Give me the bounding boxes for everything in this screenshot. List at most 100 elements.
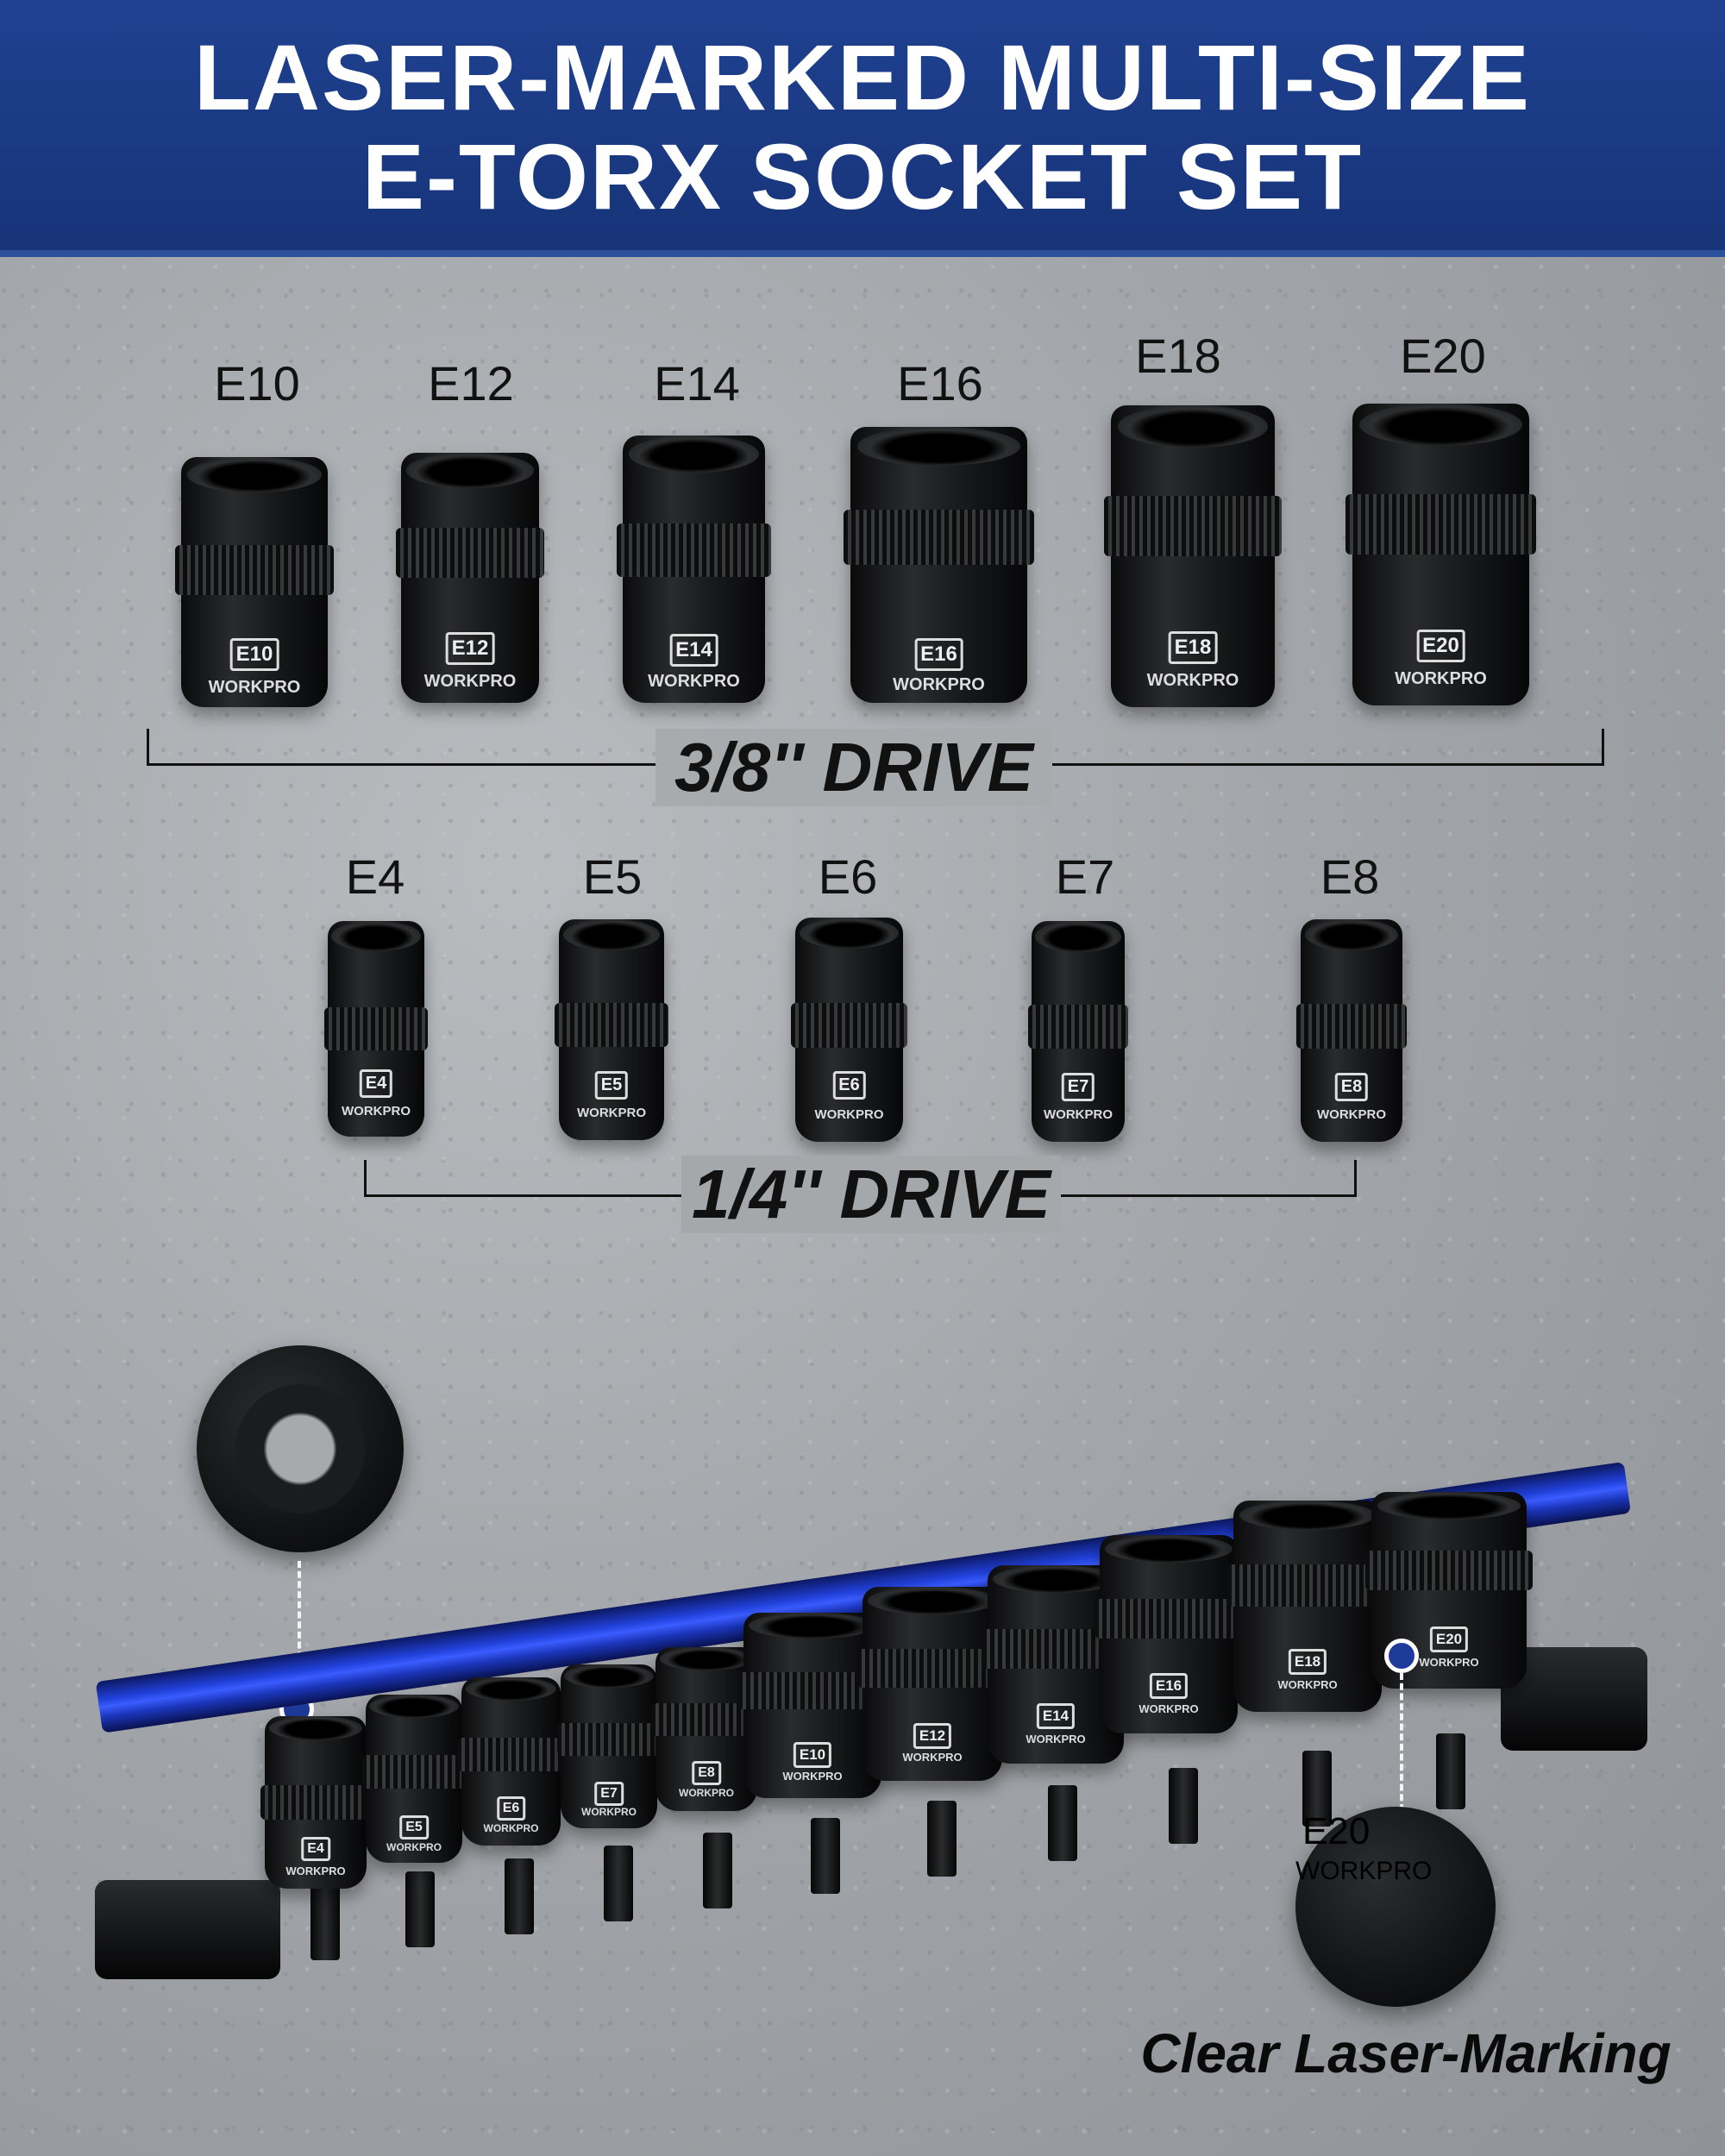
rail-mark-e12: E12 [913,1723,952,1749]
size-label-e12: E12 [428,356,514,411]
title-line-2: E-TORX SOCKET SET [361,124,1364,229]
laser-mark-zoom-circle: E20 WORKPRO [1295,1807,1496,2007]
brand-mark: WORKPRO [814,1107,884,1122]
rail-clip [310,1884,340,1960]
rail-mark-e7: E7 [594,1782,624,1806]
brand-mark: WORKPRO [581,1806,637,1818]
size-label-e6: E6 [818,849,878,904]
rail-clip [604,1846,633,1921]
socket-e20: E20 WORKPRO [1345,404,1537,705]
laser-mark-e4: E4 [359,1069,393,1098]
brand-mark: WORKPRO [782,1770,843,1783]
rail-socket-e16: E16 WORKPRO [1094,1535,1244,1733]
brand-mark: WORKPRO [208,678,301,697]
brand-mark: WORKPRO [648,672,740,691]
laser-mark-e6: E6 [832,1071,866,1100]
size-label-e18: E18 [1135,329,1221,383]
brand-mark: WORKPRO [1146,671,1239,690]
rail-mark-e16: E16 [1149,1673,1189,1699]
size-label-e4: E4 [345,849,405,904]
rail-mark-e20: E20 [1429,1626,1469,1652]
title-line-1: LASER-MARKED MULTI-SIZE [194,25,1531,129]
laser-mark-e18: E18 [1168,631,1218,664]
rail-clip [405,1871,435,1947]
zoom-brand-mark: WORKPRO [1295,1857,1433,1885]
rail-clip [1436,1733,1465,1809]
brand-mark: WORKPRO [902,1751,963,1764]
brand-mark: WORKPRO [285,1865,346,1877]
top-view-leader-line [298,1561,301,1699]
socket-e14: E14 WORKPRO [617,436,771,703]
size-label-e10: E10 [214,356,300,411]
rail-mark-e18: E18 [1288,1649,1327,1675]
brand-mark: WORKPRO [1395,669,1487,688]
rail-socket-e6: E6 WORKPRO [457,1677,565,1846]
rail-mark-e5: E5 [399,1815,429,1839]
brand-mark: WORKPRO [893,675,985,694]
brand-mark: WORKPRO [1277,1678,1338,1691]
socket-e4: E4 WORKPRO [323,921,429,1137]
rail-clip [927,1801,957,1877]
socket-e12: E12 WORKPRO [395,453,545,703]
size-label-e5: E5 [582,849,643,904]
rail-clip [1169,1768,1198,1844]
socket-e7: E7 WORKPRO [1027,921,1129,1142]
laser-mark-e5: E5 [594,1071,629,1100]
brand-mark: WORKPRO [483,1822,539,1834]
socket-top-view-circle [197,1345,404,1552]
e-torx-socket-opening-icon [235,1384,365,1514]
rail-mark-e10: E10 [793,1742,832,1768]
brand-mark: WORKPRO [342,1104,411,1119]
laser-mark-callout-dot [1384,1639,1419,1673]
zoom-laser-mark: E20 [1302,1810,1371,1852]
rail-socket-e20: E20 WORKPRO [1364,1492,1534,1689]
socket-e18: E18 WORKPRO [1104,405,1282,707]
size-label-e16: E16 [897,356,983,411]
socket-e16: E16 WORKPRO [843,427,1035,703]
rail-mark-e4: E4 [301,1837,330,1861]
socket-e5: E5 WORKPRO [555,919,668,1140]
brand-mark: WORKPRO [679,1787,734,1799]
laser-mark-e10: E10 [229,638,279,671]
brand-mark: WORKPRO [1317,1107,1386,1122]
rail-socket-e8: E8 WORKPRO [651,1647,762,1811]
laser-marking-caption: Clear Laser-Marking [1140,2022,1672,2084]
size-label-e14: E14 [654,356,740,411]
rail-mark-e14: E14 [1036,1703,1076,1729]
title-banner: LASER-MARKED MULTI-SIZE E-TORX SOCKET SE… [0,0,1725,250]
laser-mark-e12: E12 [445,632,495,665]
rail-end-cap-left [95,1880,280,1979]
drive-3-8-label: 3/8'' DRIVE [656,729,1052,806]
rail-clip [505,1858,534,1934]
brand-mark: WORKPRO [1044,1107,1113,1122]
rail-socket-e5: E5 WORKPRO [361,1695,467,1863]
size-label-e8: E8 [1320,849,1380,904]
brand-mark: WORKPRO [386,1841,442,1853]
laser-mark-leader-line [1400,1673,1403,1811]
rail-socket-e18: E18 WORKPRO [1227,1501,1388,1712]
rail-socket-e12: E12 WORKPRO [856,1587,1008,1781]
brand-mark: WORKPRO [1026,1733,1086,1745]
brand-mark: WORKPRO [577,1106,646,1120]
size-label-e20: E20 [1400,329,1486,383]
socket-e8: E8 WORKPRO [1296,919,1407,1142]
rail-clip [703,1833,732,1908]
laser-mark-e7: E7 [1061,1073,1095,1101]
drive-1-4-label: 1/4'' DRIVE [681,1156,1061,1233]
brand-mark: WORKPRO [1138,1702,1199,1715]
rail-clip [1048,1785,1077,1861]
rail-socket-e10: E10 WORKPRO [737,1613,888,1798]
rail-mark-e6: E6 [496,1796,526,1821]
rail-socket-e4: E4 WORKPRO [260,1716,371,1889]
socket-e10: E10 WORKPRO [175,457,334,707]
rail-mark-e8: E8 [692,1761,721,1785]
size-label-e7: E7 [1055,849,1115,904]
laser-mark-e8: E8 [1334,1073,1369,1101]
socket-e6: E6 WORKPRO [791,918,907,1142]
laser-mark-e20: E20 [1416,630,1465,662]
rail-clip [1302,1751,1332,1827]
rail-clip [811,1818,840,1894]
brand-mark: WORKPRO [1419,1656,1479,1669]
brand-mark: WORKPRO [423,672,517,691]
laser-mark-e14: E14 [669,634,718,667]
